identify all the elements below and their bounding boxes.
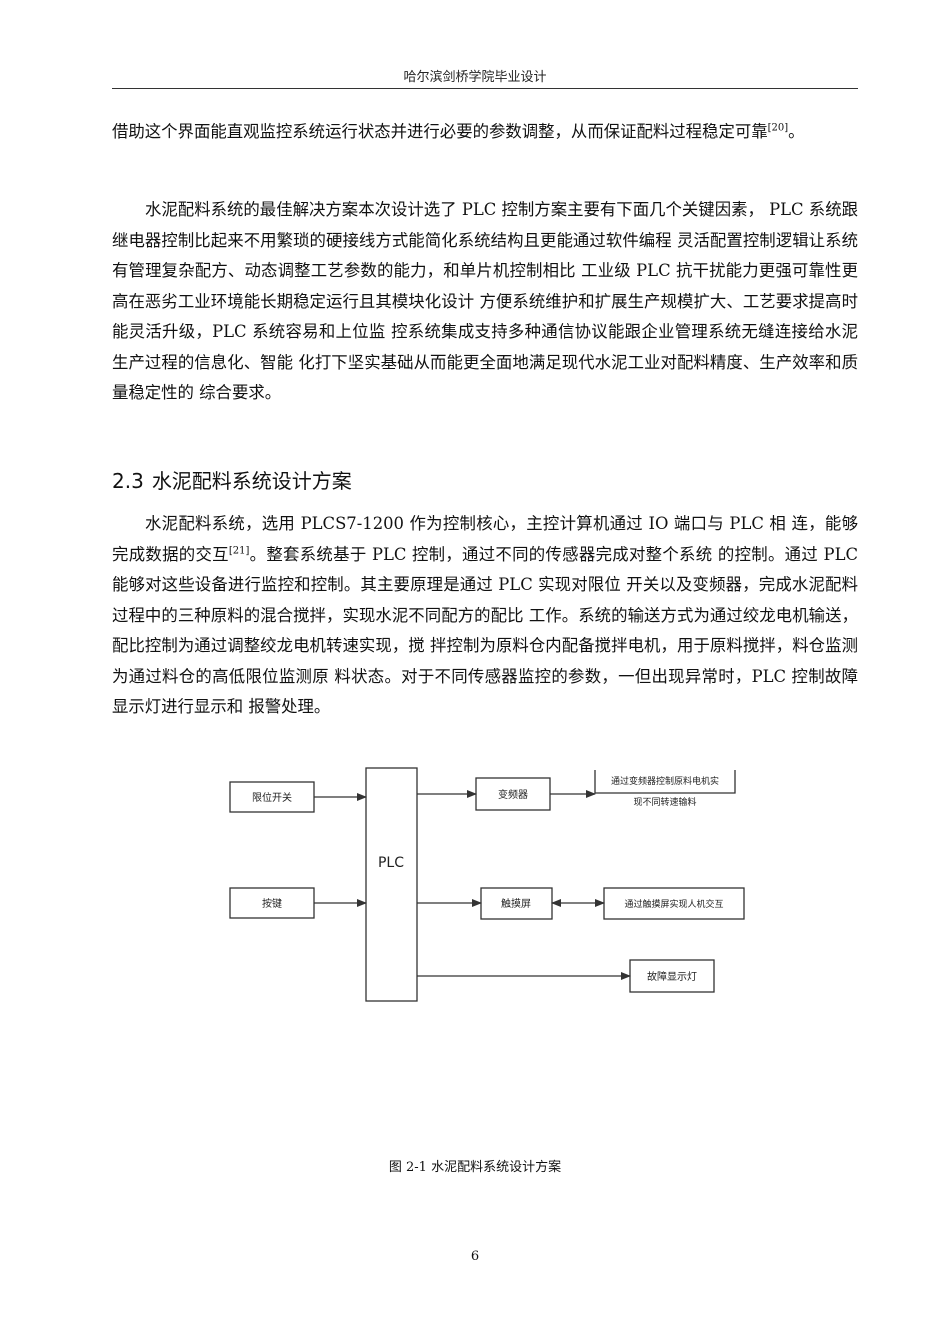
plc-label: PLC bbox=[378, 855, 404, 871]
vfd-note-line-2: 现不同转速输料 bbox=[633, 796, 696, 808]
section-heading: 2.3 水泥配料系统设计方案 bbox=[112, 465, 352, 494]
limit-switch-label: 限位开关 bbox=[252, 791, 292, 804]
touchscreen-label: 触摸屏 bbox=[501, 897, 531, 910]
vfd-note-box bbox=[594, 770, 736, 794]
citation-21: [21] bbox=[228, 545, 250, 557]
paragraph-1-text: 借助这个界面能直观监控系统运行状态并进行必要的参数调整，从而保证配料过程稳定可靠 bbox=[112, 122, 768, 141]
citation-20: [20] bbox=[767, 122, 789, 134]
page-number: 6 bbox=[470, 1249, 480, 1264]
vfd-label: 变频器 bbox=[498, 788, 528, 801]
paragraph-3-text-a: 水泥配料系统，选用 PLCS7-1200 作为控制核心，主控计算机通过 IO 端… bbox=[112, 514, 858, 564]
paragraph-3: 水泥配料系统，选用 PLCS7-1200 作为控制核心，主控计算机通过 IO 端… bbox=[112, 509, 858, 723]
touchscreen-note-label: 通过触摸屏实现人机交互 bbox=[624, 898, 723, 910]
paragraph-1: 借助这个界面能直观监控系统运行状态并进行必要的参数调整，从而保证配料过程稳定可靠… bbox=[112, 117, 858, 148]
plc-box bbox=[365, 767, 418, 1002]
fault-lamp-label: 故障显示灯 bbox=[647, 970, 697, 983]
vfd-note-line-1: 通过变频器控制原料电机实 bbox=[611, 775, 719, 787]
paragraph-3-text-b: 。整套系统基于 PLC 控制，通过不同的传感器完成对整个系统 的控制。通过 PL… bbox=[112, 544, 859, 717]
button-label: 按键 bbox=[262, 897, 282, 910]
paragraph-2: 水泥配料系统的最佳解决方案本次设计选了 PLC 控制方案主要有下面几个关键因素，… bbox=[112, 200, 858, 402]
paragraph-1-end: 。 bbox=[788, 122, 805, 141]
section-number: 2.3 bbox=[112, 469, 144, 493]
section-title: 水泥配料系统设计方案 bbox=[151, 469, 352, 493]
header-rule bbox=[112, 88, 858, 89]
page-header: 哈尔滨剑桥学院毕业设计 bbox=[403, 70, 547, 85]
figure-caption: 图 2-1 水泥配料系统设计方案 bbox=[388, 1160, 562, 1175]
